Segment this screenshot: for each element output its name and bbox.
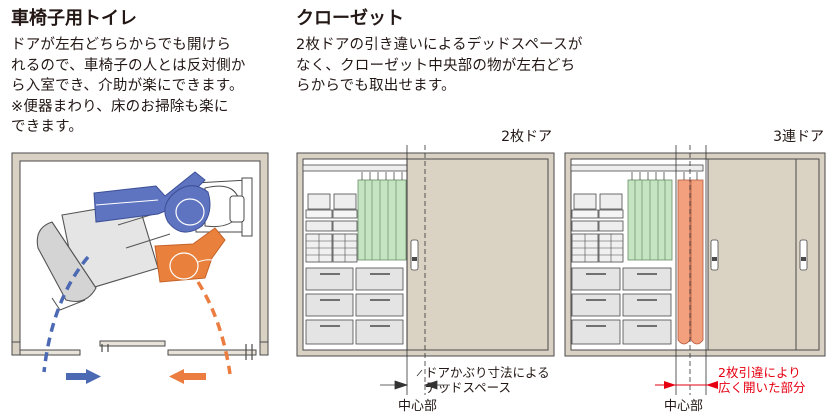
green-garments	[357, 172, 407, 261]
orange-path	[196, 281, 232, 375]
three-door-label: 3連ドア	[773, 129, 824, 145]
toilet-title: 車椅子用トイレ	[11, 8, 137, 29]
toilet-door-right	[167, 349, 257, 356]
two-door-label: 2枚ドア	[501, 129, 552, 145]
wheelchair	[36, 201, 171, 311]
orange-person-head	[169, 252, 199, 280]
three-door-center-label: 中心部	[664, 399, 704, 414]
three-door-panel-right	[795, 158, 820, 351]
two-door-drawers	[305, 267, 404, 345]
blue-person	[93, 171, 211, 233]
blue-arrow-icon	[66, 369, 101, 384]
orange-person	[154, 227, 226, 283]
orange-garments	[677, 172, 704, 345]
closet-description: 2枚ドアの引き違いによるデッドスペースが なく、クローゼット中央部の物が左右どち…	[296, 37, 583, 94]
three-door-closet	[564, 145, 826, 395]
dead-space-label: ドアかぶり寸法による デッドスペース	[425, 365, 550, 395]
orange-arrow-icon	[169, 369, 206, 384]
two-door-panel	[406, 158, 549, 351]
wide-open-label: 2枚引違により 広く開いた部分	[718, 365, 806, 395]
two-door-center-label: 中心部	[398, 399, 438, 414]
three-door-panel-middle	[707, 158, 797, 351]
toilet-description: ドアが左右どちらからでも開けら れるので、車椅子の人とは反対側か ら入室でき、介…	[11, 37, 246, 135]
toilet-illustration	[11, 152, 269, 384]
closet-title: クローゼット	[296, 8, 404, 29]
two-door-closet	[296, 145, 555, 395]
three-door-drawers	[571, 267, 672, 345]
blue-person-head	[175, 198, 205, 226]
green-garments-three	[627, 172, 673, 261]
toilet-door-left	[99, 340, 166, 347]
blue-path	[42, 255, 90, 373]
